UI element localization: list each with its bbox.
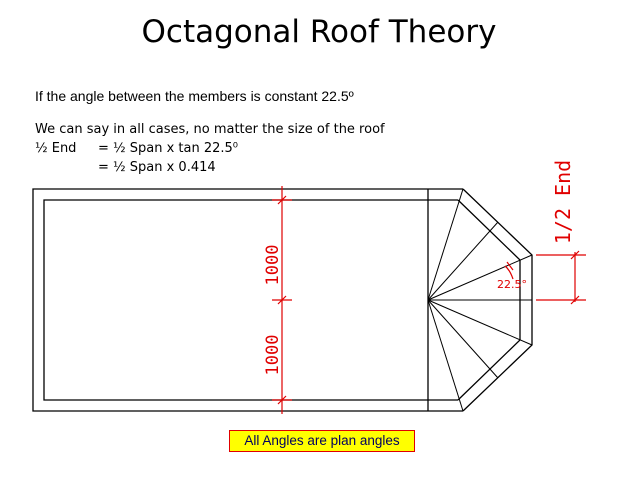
rafter bbox=[427, 188, 464, 301]
angle-leader bbox=[506, 261, 514, 271]
rafter bbox=[427, 299, 464, 412]
dim-lower-label: 1000 bbox=[263, 335, 283, 376]
rafter bbox=[427, 299, 499, 379]
plan-angles-note: All Angles are plan angles bbox=[229, 430, 415, 452]
half-end-dimension bbox=[536, 250, 586, 305]
dimension-arrow bbox=[277, 195, 287, 205]
angle-label: 22.5° bbox=[497, 278, 527, 291]
dimension-arrow bbox=[277, 395, 287, 405]
angle-arc bbox=[504, 265, 514, 280]
dimension-arrow bbox=[570, 250, 580, 260]
intro-text: If the angle between the members is cons… bbox=[35, 88, 354, 104]
rafter-lines bbox=[427, 188, 533, 412]
dimension-arrow bbox=[570, 295, 580, 305]
rafter bbox=[427, 254, 533, 301]
slide-title: Octagonal Roof Theory bbox=[141, 14, 497, 50]
dim-upper-label: 1000 bbox=[263, 245, 283, 286]
formula-line-2: = ½ Span x 0.414 bbox=[98, 160, 216, 175]
formula-line-1: = ½ Span x tan 22.5⁰ bbox=[98, 141, 239, 156]
formula-label: ½ End bbox=[35, 141, 77, 156]
roof-inner-outline bbox=[43, 199, 458, 401]
roof-outer-outline bbox=[32, 188, 463, 412]
rafter bbox=[427, 299, 533, 346]
half-end-label: 1/2 End bbox=[551, 160, 575, 244]
statement-text: We can say in all cases, no matter the s… bbox=[35, 122, 385, 137]
dimension-arrow bbox=[277, 295, 287, 305]
rafter bbox=[427, 221, 499, 301]
span-dimension bbox=[272, 186, 292, 414]
